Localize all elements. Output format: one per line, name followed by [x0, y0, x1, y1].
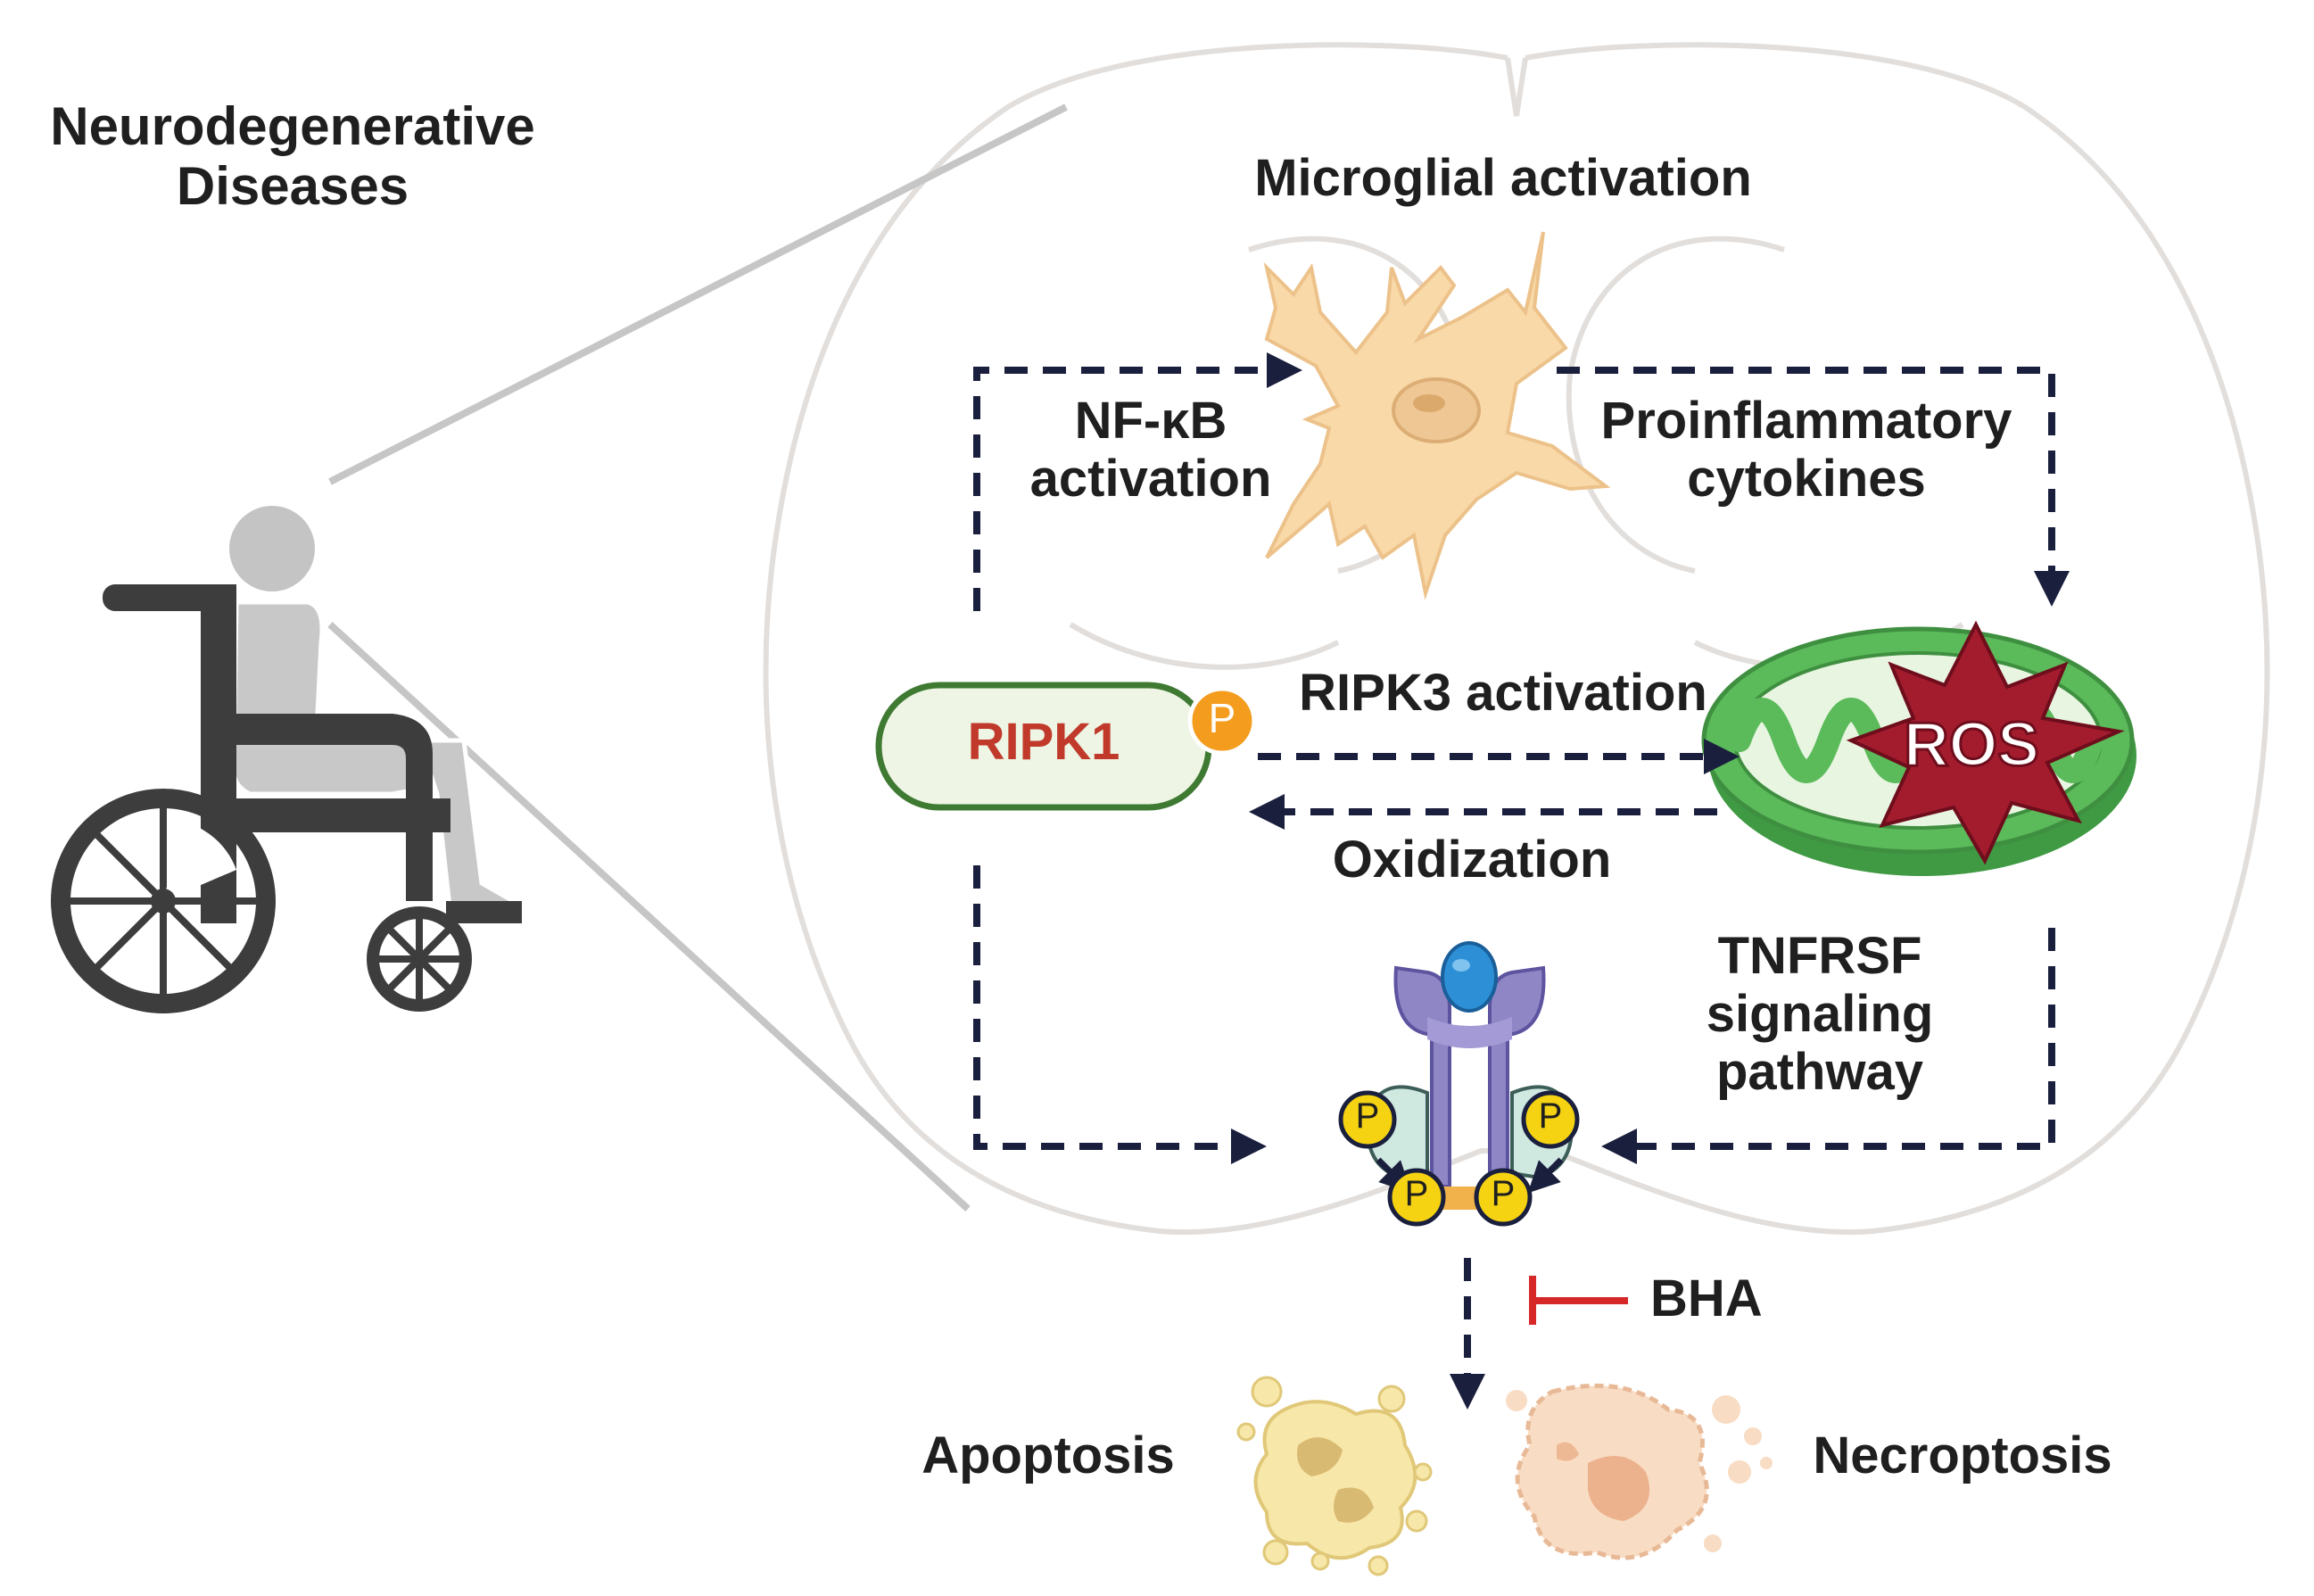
ripk1-node	[875, 682, 1257, 811]
arrow-ripk1-to-receptor	[973, 865, 1267, 1164]
diagram-title: Neurodegenerative Diseases	[25, 96, 560, 216]
arrow-ripk1-to-microglia	[973, 352, 1302, 611]
zoom-lines	[327, 103, 1068, 1211]
nfkb-activation-label: NF-κB activation	[1008, 392, 1293, 509]
cytokines-line1: Proinflammatory	[1600, 392, 2012, 450]
arrow-microglia-to-mitochondria	[1557, 367, 2070, 607]
tnfrsf-line2: signaling	[1706, 984, 1934, 1043]
tnfrsf-line3: pathway	[1715, 1042, 1924, 1101]
cytokines-line2: cytokines	[1687, 449, 1926, 508]
pathway-arrows	[973, 352, 2070, 1410]
bha-inhibition-icon	[1529, 1276, 1628, 1325]
tnfrsf-line1: TNFRSF	[1717, 927, 1922, 985]
apoptotic-cell-icon	[1236, 1376, 1433, 1576]
microglia-icon	[1263, 231, 1611, 600]
microglial-activation-label: Microglial activation	[1254, 149, 1752, 207]
wheelchair-person-icon	[51, 506, 522, 1013]
ripk3-activation-label: RIPK3 activation	[1299, 664, 1707, 722]
proinflammatory-cytokines-label: Proinflammatory cytokines	[1583, 392, 2029, 509]
nfkb-line1: NF-κB	[1074, 392, 1227, 450]
receptor-phospho-2: P	[1538, 1096, 1563, 1136]
necroptotic-cell-icon	[1506, 1383, 1773, 1560]
ripk1-phospho-label: P	[1208, 695, 1236, 741]
necroptosis-label: Necroptosis	[1813, 1426, 2112, 1484]
ros-label: ROS	[1903, 707, 2041, 780]
oxidization-label: Oxidization	[1332, 831, 1612, 889]
apoptosis-label: Apoptosis	[921, 1426, 1175, 1484]
arrow-mitochondria-to-receptor	[1601, 928, 2055, 1164]
title-line1: Neurodegenerative	[50, 96, 535, 156]
nfkb-line2: activation	[1029, 449, 1272, 508]
title-line2: Diseases	[176, 156, 409, 217]
ripk1-label: RIPK1	[967, 713, 1120, 771]
brain-outline-icon	[763, 42, 2270, 1235]
bha-label: BHA	[1650, 1269, 1763, 1327]
tnf-receptor-icon	[1338, 941, 1580, 1227]
receptor-phospho-3: P	[1404, 1174, 1429, 1213]
receptor-phospho-4: P	[1491, 1174, 1516, 1213]
tnfrsf-pathway-label: TNFRSF signaling pathway	[1659, 927, 1980, 1102]
receptor-phospho-1: P	[1355, 1096, 1380, 1136]
ros-starburst-icon	[1846, 620, 2125, 865]
